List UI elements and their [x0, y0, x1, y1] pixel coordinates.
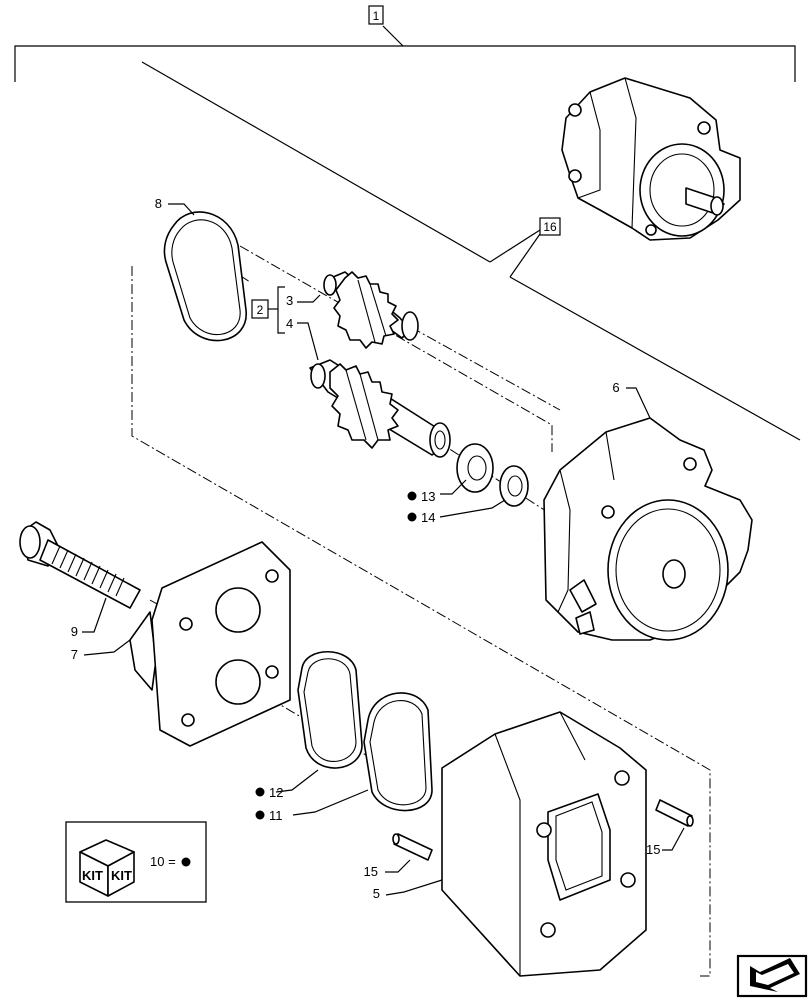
seal-13: 13	[407, 443, 494, 504]
bullet-icon	[407, 491, 417, 501]
assembly-bracket: 1	[14, 5, 796, 82]
kit-box-icon: KIT KIT	[79, 839, 135, 897]
o-ring-8: 8	[155, 196, 247, 342]
o-ring-11: 11	[255, 692, 433, 823]
next-page-arrow-icon[interactable]	[736, 954, 808, 998]
callout-3: 3	[286, 293, 293, 308]
svg-text:KIT: KIT	[111, 868, 132, 883]
bullet-icon	[181, 857, 191, 867]
front-cover-6: 6	[543, 380, 753, 641]
callout-12: 12	[269, 785, 283, 800]
drive-gear-3	[323, 271, 419, 349]
cap-screw-9: 9	[19, 521, 141, 639]
kit-legend: KIT KIT 10 =	[65, 821, 207, 903]
callout-1: 1	[373, 9, 380, 23]
bullet-icon	[255, 787, 265, 797]
callout-11: 11	[269, 808, 283, 823]
callout-group-2: 2 3 4	[251, 286, 321, 361]
callout-14: 14	[421, 510, 435, 525]
kit-legend-text: 10 =	[150, 854, 176, 869]
callout-4: 4	[286, 316, 293, 331]
bullet-icon	[255, 810, 265, 820]
callout-9: 9	[71, 624, 78, 639]
callout-2: 2	[257, 303, 264, 317]
callout-15-right: 15	[646, 842, 660, 857]
callout-5: 5	[373, 886, 380, 901]
driven-gear-shaft-4	[309, 359, 451, 458]
pump-body-5: 5	[373, 711, 647, 977]
callout-15-left: 15	[364, 864, 378, 879]
callout-8: 8	[155, 196, 162, 211]
o-ring-12: 12	[255, 650, 363, 800]
callout-13: 13	[421, 489, 435, 504]
svg-text:KIT: KIT	[82, 868, 103, 883]
callout-7: 7	[71, 647, 78, 662]
section-lines	[141, 61, 801, 441]
washer-14: 14	[407, 465, 529, 525]
callout-16: 16	[543, 220, 557, 234]
complete-pump-assembly: 16	[539, 77, 741, 241]
callout-6: 6	[612, 380, 619, 395]
flange-plate-7: 7	[71, 541, 291, 747]
bullet-icon	[407, 512, 417, 522]
dowel-pin-15-left: 15	[364, 833, 433, 879]
dowel-pin-15-right: 15	[646, 799, 694, 857]
